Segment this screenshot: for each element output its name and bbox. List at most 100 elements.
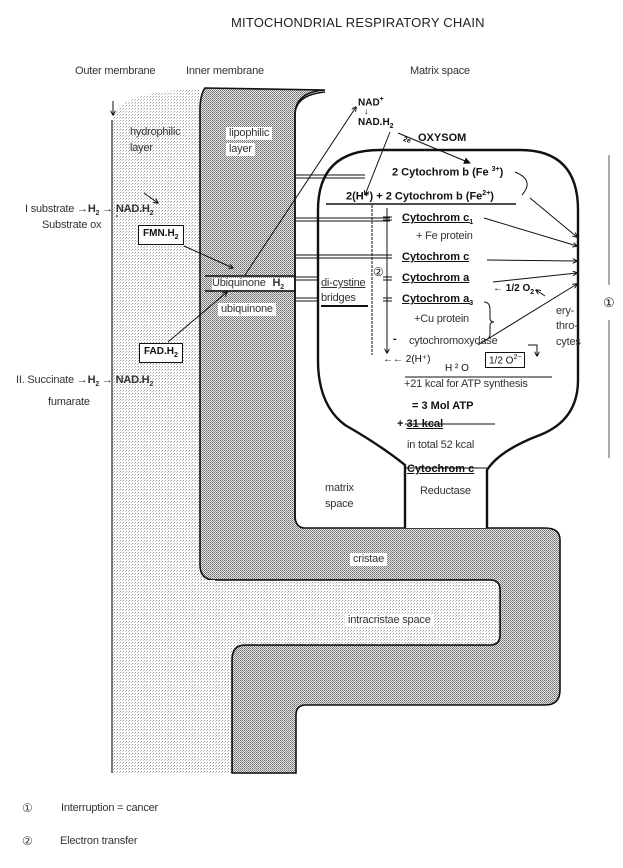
- reductase-title-label: Cytochrom c: [407, 463, 475, 475]
- reaction-arrows: [113, 101, 577, 362]
- connector-lines: [205, 174, 516, 307]
- kcal-31-text: 31 kcal: [406, 418, 444, 430]
- o2-minus-box: 1/2 O2−: [485, 352, 526, 369]
- atp-synthesis-label: +21 kcal for ATP synthesis: [404, 378, 528, 390]
- ubiquinone-label: ubiquinone: [218, 303, 276, 316]
- marker-2: ②: [373, 265, 384, 279]
- minus-sign: -: [393, 333, 397, 345]
- erythrocytes-label-2: thro-: [556, 320, 578, 332]
- o2-minus-text: 1/2 O: [489, 355, 514, 367]
- lipophilic-label-1: lipophilic: [226, 127, 273, 140]
- succinate-text: II. Succinate: [16, 374, 74, 386]
- h2-text: H: [272, 277, 281, 289]
- diagram-title: MITOCHONDRIAL RESPIRATORY CHAIN: [231, 15, 485, 30]
- matrix-space-label: Matrix space: [410, 65, 470, 77]
- cristae-label: cristae: [350, 553, 387, 566]
- subscript: 2: [95, 381, 100, 389]
- subscript: 1: [469, 219, 474, 227]
- dicystine-label-2: bridges: [321, 292, 356, 304]
- kcal-31-label: + 31 kcal: [397, 419, 443, 430]
- hydrophilic-label-2: layer: [130, 142, 153, 154]
- outer-membrane-label: Outer membrane: [75, 65, 156, 77]
- cyt-b-fe3-label: 2 Cytochrom b (Fe 3+): [392, 166, 504, 179]
- nad-h2-text: NAD.H: [115, 203, 150, 215]
- cyt-a-label: Cytochrom a: [402, 272, 470, 284]
- cyt-a3-text: Cytochrom a: [402, 293, 470, 305]
- oxysom-outline: [316, 148, 580, 528]
- fad-box: FAD.H2: [139, 343, 183, 363]
- subscript: 2: [174, 352, 178, 359]
- cyt-a3-label: Cytochrom a3: [402, 293, 474, 308]
- substrate-ox-label: Substrate ox: [42, 219, 102, 231]
- substrate-1-label: I substrate →H2 → NAD.H2: [25, 203, 154, 218]
- legend-marker-1: ①: [22, 801, 33, 815]
- superscript: 3+: [491, 166, 500, 173]
- oxysom-label: OXYSOM: [418, 132, 467, 144]
- cyt-b-fe3-text: 2 Cytochrom b (Fe: [392, 166, 489, 179]
- subscript: 2: [149, 381, 154, 389]
- plus-sign: +: [397, 418, 407, 430]
- hydrophilic-label-1: hydrophilic: [130, 126, 181, 138]
- fmn-box: FMN.H2: [138, 225, 184, 245]
- nad-h2-text: NAD.H: [115, 374, 150, 386]
- cyt-c1-text: Cytochrom c: [402, 212, 470, 224]
- intracristae-label: intracristae space: [345, 614, 434, 627]
- inner-membrane-label: Inner membrane: [186, 65, 264, 77]
- h-plus-label: ←← 2(H⁺): [383, 354, 431, 365]
- subscript: 2: [95, 210, 100, 218]
- arrow-icon: →: [77, 203, 88, 215]
- legend-marker-2: ②: [22, 834, 33, 848]
- subscript: 2: [280, 284, 284, 292]
- fumarate-label: fumarate: [48, 396, 90, 408]
- erythrocytes-label-1: ery-: [556, 305, 575, 317]
- ubiquinone-reduced-text: Ubiquinone: [212, 277, 266, 289]
- cytochromoxydase-label: cytochromoxydase: [409, 335, 498, 347]
- double-arrow-icon: →: [101, 374, 113, 386]
- ubiquinone-h2-label: Ubiquinone H2: [212, 277, 294, 292]
- nad-h2-text: NAD.H: [358, 117, 390, 128]
- cu-protein-label: +Cu protein: [414, 313, 469, 325]
- subscript: 3: [469, 300, 474, 308]
- water-label: H ² O: [445, 363, 469, 374]
- nad-plus-label: NAD+: [358, 96, 384, 108]
- cyt-b-fe2-text: 2(H⁺) + 2 Cytochrom b (Fe: [346, 190, 483, 203]
- fe-protein-label: + Fe protein: [416, 230, 473, 242]
- subscript: 2: [530, 289, 535, 296]
- down-arrow-icon: ↓: [364, 106, 369, 116]
- matrix-space-bottom-1: matrix: [325, 482, 354, 494]
- underlines: [405, 376, 552, 469]
- nad-plus-text: NAD: [358, 97, 380, 109]
- legend-text-2: Electron transfer: [60, 835, 138, 847]
- subscript: 2: [389, 123, 394, 130]
- matrix-space-bottom-2: space: [325, 498, 354, 510]
- succinate-label: II. Succinate →H2 → NAD.H2: [16, 374, 154, 389]
- total-kcal-label: in total 52 kcal: [407, 439, 475, 451]
- superscript: +: [379, 96, 384, 103]
- superscript: 2+: [482, 190, 491, 197]
- subscript: 2: [149, 210, 154, 218]
- legend-text-1: Interruption = cancer: [61, 802, 158, 814]
- erythrocytes-label-3: cytes: [556, 336, 581, 348]
- subscript: 2: [174, 234, 179, 241]
- h2-text: H: [87, 374, 96, 386]
- lipophilic-label-2: layer: [226, 143, 255, 156]
- cyt-c1-label: Cytochrom c1: [402, 212, 474, 227]
- cyt-b-fe2-label: 2(H⁺) + 2 Cytochrom b (Fe2+): [346, 190, 494, 203]
- double-arrow-icon: →: [102, 203, 113, 215]
- dicystine-label-1: di-cystine: [321, 277, 366, 289]
- arrow-icon: →: [76, 374, 88, 386]
- inner-membrane-region: [199, 87, 561, 774]
- substrate-1-text: I substrate: [25, 203, 75, 215]
- half-o2-label: ← 1/2 O2: [493, 283, 535, 297]
- half-o2-text: ← 1/2 O: [493, 283, 531, 294]
- mol-atp-label: = 3 Mol ATP: [412, 400, 474, 412]
- cyt-c-label: Cytochrom c: [402, 251, 470, 263]
- marker-1: ①: [603, 295, 615, 310]
- fmn-text: FMN.H: [143, 228, 175, 239]
- reductase-label: Reductase: [420, 485, 471, 497]
- superscript: 2−: [513, 354, 522, 361]
- fad-text: FAD.H: [144, 346, 174, 357]
- h2-text: H: [87, 203, 96, 215]
- electron-transfer-lines: [371, 205, 392, 355]
